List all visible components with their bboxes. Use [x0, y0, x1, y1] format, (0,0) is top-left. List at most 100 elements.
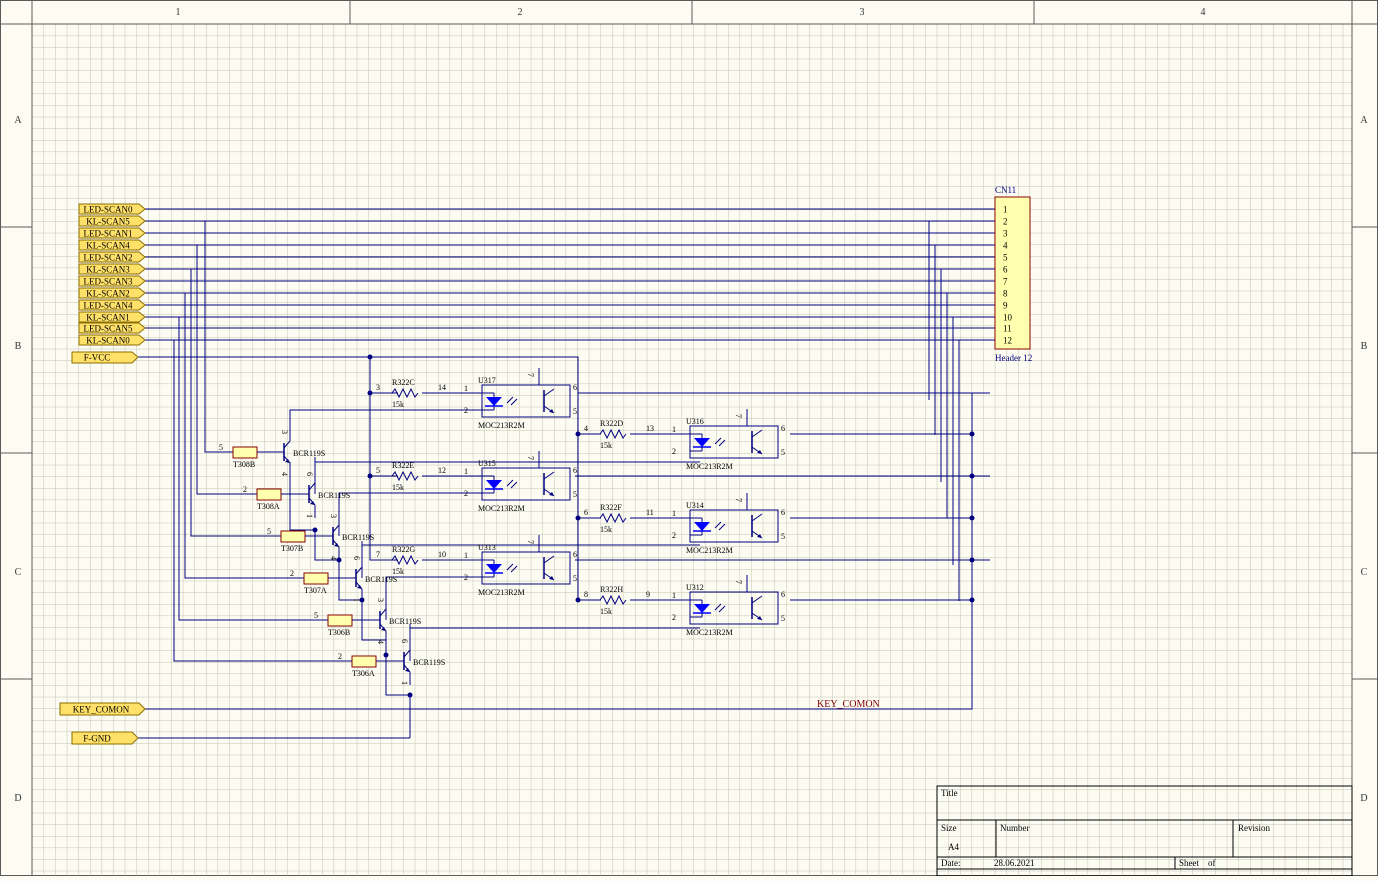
resistor-pin: 9 — [646, 590, 650, 599]
connector-pin-number: 1 — [1003, 205, 1008, 215]
opto-pin: 7 — [526, 373, 535, 377]
opto-pin: 2 — [464, 489, 468, 498]
opto-pin: 1 — [672, 509, 676, 518]
transistor-pin: 4 — [376, 640, 385, 644]
opto-ref: U315 — [478, 459, 496, 468]
opto-ref: U317 — [478, 376, 496, 385]
port-kl-scan0[interactable]: KL-SCAN0 — [78, 334, 146, 346]
resistor-pin: 6 — [584, 508, 588, 517]
zone-row-label-right: A — [1360, 115, 1368, 126]
transistor-ref: T308B — [233, 460, 255, 469]
opto-pin: 6 — [573, 383, 577, 392]
connector-pin-number: 11 — [1003, 324, 1012, 334]
opto-model: MOC213R2M — [686, 546, 733, 555]
opto-pin: 7 — [734, 498, 743, 502]
connector-pin-number: 12 — [1003, 336, 1012, 346]
connector-pin-number: 2 — [1003, 217, 1008, 227]
opto-model: MOC213R2M — [478, 588, 525, 597]
date-label: Date: — [941, 858, 961, 868]
opto-pin: 5 — [781, 448, 785, 457]
opto-pin: 1 — [464, 384, 468, 393]
transistor-ref: T306B — [328, 628, 350, 637]
port-led-scan2[interactable]: LED-SCAN2 — [78, 251, 146, 263]
transistor-pin: 1 — [400, 681, 409, 685]
resistor-pin: 4 — [584, 424, 588, 433]
connector-pin-number: 4 — [1003, 241, 1008, 251]
connector-designator: CN11 — [995, 185, 1016, 195]
opto-model: MOC213R2M — [478, 421, 525, 430]
zone-dividers — [0, 0, 1378, 680]
transistor-pin: 1 — [352, 598, 361, 602]
transistor-pin: 3 — [329, 514, 338, 518]
transistor-pin: 1 — [305, 514, 314, 518]
opto-model: MOC213R2M — [478, 504, 525, 513]
zone-row-label-left: A — [14, 115, 22, 126]
opto-array: 3R322C15k14U317MOC213R2M127654R322D15k13… — [376, 368, 785, 637]
drawing-area — [31, 23, 1353, 877]
opto-pin: 7 — [734, 414, 743, 418]
opto-ref: U313 — [478, 543, 496, 552]
opto-pin: 2 — [672, 613, 676, 622]
port-label: KL-SCAN5 — [86, 217, 130, 227]
opto-pin: 2 — [672, 447, 676, 456]
size-label: Size — [941, 823, 957, 833]
port-led-scan4[interactable]: LED-SCAN4 — [78, 299, 146, 311]
opto-pin: 6 — [781, 508, 785, 517]
resistor-value: 15k — [600, 525, 612, 534]
opto-pin: 5 — [781, 614, 785, 623]
port-kl-scan5[interactable]: KL-SCAN5 — [78, 215, 146, 227]
port-kl-scan2[interactable]: KL-SCAN2 — [78, 287, 146, 299]
opto-pin: 1 — [672, 425, 676, 434]
port-kl-scan4[interactable]: KL-SCAN4 — [78, 239, 146, 251]
transistor-pin: 6 — [400, 639, 409, 643]
port-kl-scan1[interactable]: KL-SCAN1 — [78, 311, 146, 323]
zone-col-label: 4 — [1201, 7, 1206, 18]
port-led-scan3[interactable]: LED-SCAN3 — [78, 275, 146, 287]
sheet-label: Sheet — [1179, 858, 1199, 868]
port-label: KL-SCAN4 — [86, 241, 130, 251]
port-led-scan5[interactable]: LED-SCAN5 — [78, 322, 146, 334]
resistor-pin: 13 — [646, 424, 654, 433]
transistor-array: T308BBCR119S534T308ABCR119S261T307BBCR11… — [219, 415, 445, 685]
resistor-pin: 12 — [438, 466, 446, 475]
zone-row-label-left: D — [14, 793, 21, 804]
zone-row-label-right: D — [1360, 793, 1367, 804]
port-label: KL-SCAN3 — [86, 265, 130, 275]
transistor-model: BCR119S — [389, 617, 421, 626]
power-port-gnd[interactable]: F-GND — [71, 731, 139, 745]
port-label: LED-SCAN3 — [84, 277, 133, 287]
opto-pin: 2 — [464, 573, 468, 582]
power-port-key[interactable]: KEY_COMON — [59, 702, 146, 716]
transistor-pin: 6 — [305, 472, 314, 476]
zone-row-label-right: B — [1361, 341, 1368, 352]
power-port-vcc[interactable]: F-VCC — [71, 351, 139, 364]
opto-pin: 5 — [573, 407, 577, 416]
port-led-scan1[interactable]: LED-SCAN1 — [78, 227, 146, 239]
port-label: LED-SCAN5 — [84, 324, 133, 334]
port-kl-scan3[interactable]: KL-SCAN3 — [78, 263, 146, 275]
port-led-scan0[interactable]: LED-SCAN0 — [78, 203, 146, 215]
resistor-pin: 5 — [376, 466, 380, 475]
net-label-key-comon[interactable]: KEY_COMON — [817, 699, 880, 710]
resistor-ref: R322H — [600, 585, 623, 594]
connector-pin-number: 8 — [1003, 289, 1008, 299]
resistor-pin: 3 — [376, 383, 380, 392]
opto-pin: 2 — [464, 406, 468, 415]
date-value: 28.06.2021 — [994, 858, 1035, 868]
opto-pin: 1 — [464, 551, 468, 560]
